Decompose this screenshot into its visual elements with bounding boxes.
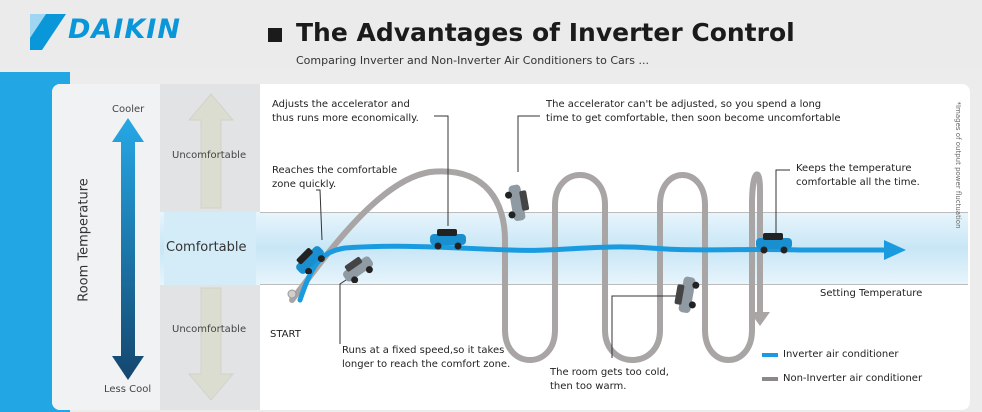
leader-cant-adjust bbox=[517, 115, 540, 172]
leader-quick bbox=[316, 189, 323, 241]
page-title: The Advantages of Inverter Control bbox=[296, 18, 795, 47]
zone-label-lower: Uncomfortable bbox=[172, 324, 247, 335]
comfort-band-top-line bbox=[260, 212, 968, 213]
setting-temperature-label: Setting Temperature bbox=[820, 288, 923, 299]
car-icon-non-inverter-climbing bbox=[343, 256, 373, 283]
header-background bbox=[0, 0, 982, 70]
title-bullet-icon bbox=[268, 28, 282, 42]
car-icon-inverter-cruising bbox=[430, 229, 466, 250]
car-icon-inverter-steady bbox=[756, 233, 792, 254]
annotation-cold-line2: then too warm. bbox=[550, 381, 627, 392]
page-subtitle: Comparing Inverter and Non-Inverter Air … bbox=[296, 54, 650, 67]
annotation-cant-adjust-line1: The accelerator can't be adjusted, so yo… bbox=[546, 99, 822, 110]
legend-swatch-non-inverter bbox=[762, 377, 778, 381]
inverter-curve bbox=[297, 243, 889, 303]
daikin-logo-icon bbox=[30, 14, 66, 50]
leader-fixed bbox=[339, 275, 353, 344]
annotation-keeps-line1: Keeps the temperature bbox=[796, 163, 912, 174]
axis-bottom-label: Less Cool bbox=[104, 384, 152, 395]
comfortable-zone-box bbox=[164, 212, 256, 285]
leader-cold bbox=[611, 295, 676, 358]
non-inverter-arrowhead bbox=[750, 312, 770, 326]
non-inverter-curve bbox=[289, 168, 763, 363]
annotation-quick-line1: Reaches the comfortable bbox=[272, 165, 398, 176]
legend: Inverter air conditioner Non-Inverter ai… bbox=[762, 348, 922, 386]
zone-double-arrow-icon bbox=[187, 93, 235, 401]
legend-label-non-inverter: Non-Inverter air conditioner bbox=[783, 373, 923, 384]
annotation-quick: Reaches the comfortable zone quickly. bbox=[272, 164, 397, 192]
annotation-quick-line2: zone quickly. bbox=[272, 179, 337, 190]
legend-swatch-inverter bbox=[762, 353, 778, 357]
temperature-arrow-icon bbox=[112, 118, 144, 380]
annotation-accelerator-line2: thus runs more economically. bbox=[272, 113, 419, 124]
annotation-cant-adjust: The accelerator can't be adjusted, so yo… bbox=[546, 98, 841, 126]
annotation-fixed: Runs at a fixed speed,so it takes longer… bbox=[342, 344, 510, 372]
annotation-accelerator-line1: Adjusts the accelerator and bbox=[272, 99, 410, 110]
start-label: START bbox=[270, 329, 301, 340]
car-icon-inverter-climbing bbox=[296, 246, 325, 274]
annotation-keeps: Keeps the temperature comfortable all th… bbox=[796, 162, 920, 190]
annotation-cold: The room gets too cold, then too warm. bbox=[550, 366, 669, 394]
legend-item-non-inverter: Non-Inverter air conditioner bbox=[762, 372, 922, 386]
inverter-arrowhead bbox=[884, 240, 906, 260]
zone-label-comfortable: Comfortable bbox=[166, 240, 247, 255]
brand-name: DAIKIN bbox=[68, 14, 181, 45]
annotation-accelerator: Adjusts the accelerator and thus runs mo… bbox=[272, 98, 419, 126]
start-marker bbox=[287, 289, 297, 299]
leader-keeps bbox=[775, 169, 790, 236]
annotation-fixed-line2: longer to reach the comfort zone. bbox=[342, 359, 511, 370]
annotation-cant-adjust-line2: time to get comfortable, then soon becom… bbox=[546, 113, 841, 124]
car-icon-non-inverter-bottom bbox=[674, 276, 700, 313]
output-power-note: *Images of output power fluctuation bbox=[954, 101, 962, 229]
zone-label-upper: Uncomfortable bbox=[172, 150, 247, 161]
axis-top-label: Cooler bbox=[112, 104, 145, 115]
leader-accelerator bbox=[434, 115, 449, 226]
legend-item-inverter: Inverter air conditioner bbox=[762, 348, 922, 362]
annotation-keeps-line2: comfortable all the time. bbox=[796, 177, 920, 188]
axis-column bbox=[52, 84, 160, 410]
legend-label-inverter: Inverter air conditioner bbox=[783, 349, 899, 360]
car-icon-non-inverter-top bbox=[505, 184, 530, 221]
annotation-cold-line1: The room gets too cold, bbox=[550, 367, 669, 378]
annotation-fixed-line1: Runs at a fixed speed,so it takes bbox=[342, 345, 505, 356]
comfort-band-bottom-line bbox=[260, 284, 968, 285]
